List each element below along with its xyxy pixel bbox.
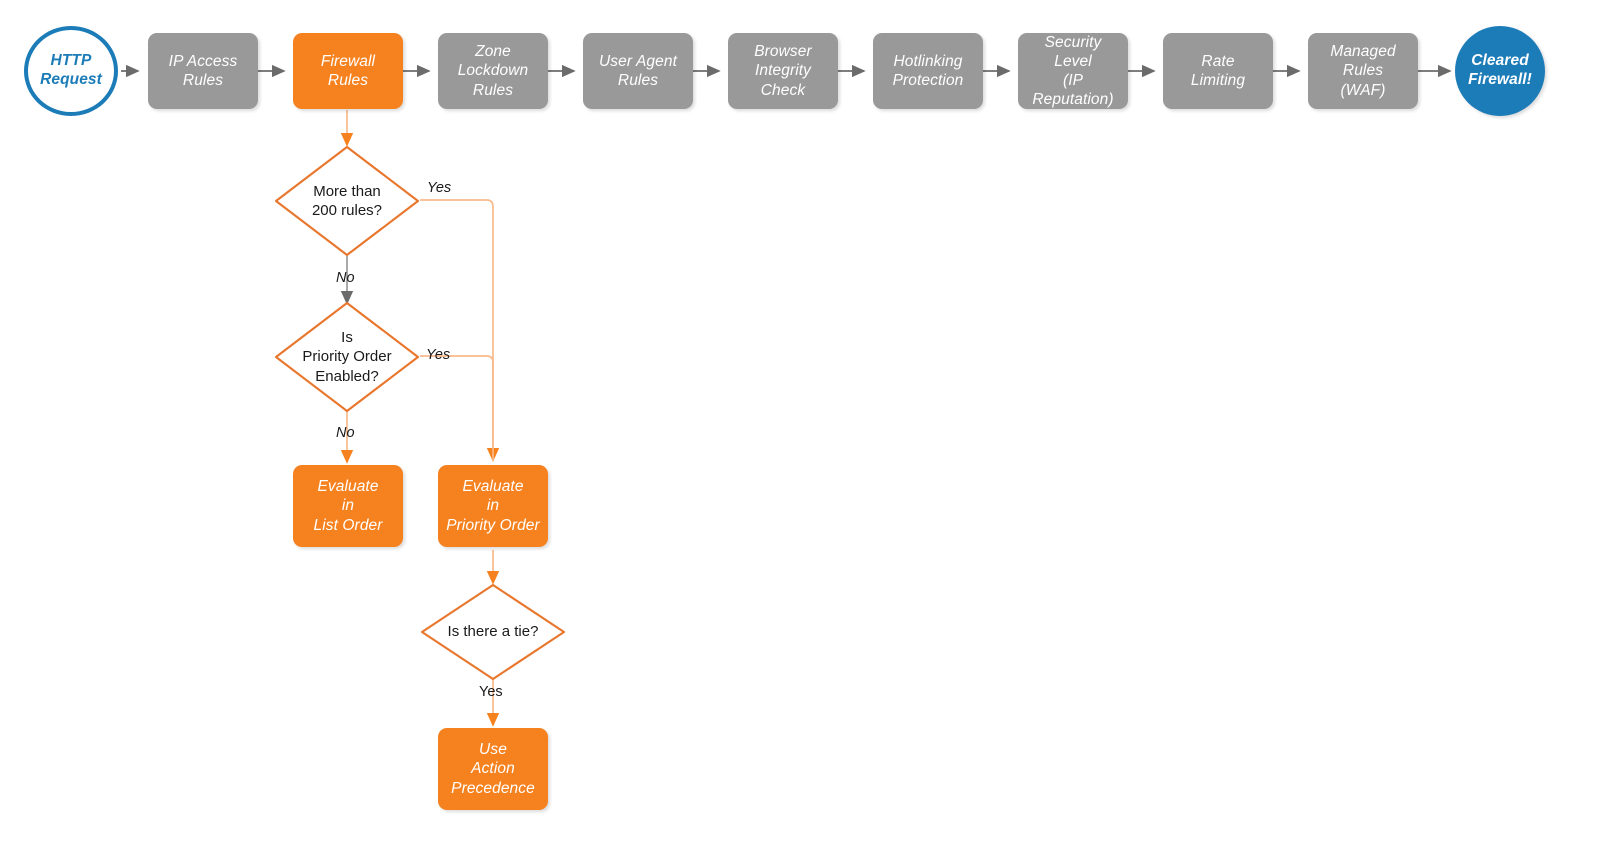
node-label: Use Action Precedence [451,741,535,797]
node-user-agent-rules[interactable]: User Agent Rules [583,33,693,109]
node-browser-integrity-check[interactable]: Browser Integrity Check [728,33,838,109]
node-label: Hotlinking Protection [892,52,964,89]
node-label: User Agent Rules [599,52,677,89]
edge-label-priority-order-yes: Yes [426,347,451,363]
node-evaluate-in-priority-order[interactable]: Evaluate in Priority Order [438,465,548,547]
diamond-shape [274,301,420,413]
node-label: Evaluate in List Order [313,478,383,534]
edge-label-more-than-200-no: No [336,270,355,286]
decision-label: Is Priority Order Enabled? [302,329,392,385]
node-firewall-rules[interactable]: Firewall Rules [293,33,403,109]
node-label: Evaluate in Priority Order [446,478,540,534]
decision-label: More than 200 rules? [311,182,383,219]
edge-label-more-than-200-yes: Yes [427,180,452,196]
node-label: Zone Lockdown Rules [457,43,529,99]
node-label: Cleared Firewall! [1468,52,1532,88]
node-managed-rules-waf[interactable]: Managed Rules (WAF) [1308,33,1418,109]
node-label: Rate Limiting [1190,52,1246,89]
node-label: Security Level (IP Reputation) [1032,33,1114,109]
node-label: Firewall Rules [320,52,376,89]
node-label: Browser Integrity Check [754,43,812,99]
node-http-request[interactable]: HTTP Request [24,26,118,116]
diamond-shape [420,583,566,681]
node-zone-lockdown-rules[interactable]: Zone Lockdown Rules [438,33,548,109]
edge-label-tie-yes: Yes [479,684,503,700]
node-cleared-firewall[interactable]: Cleared Firewall! [1455,26,1545,116]
diamond-shape [274,145,420,257]
node-ip-access-rules[interactable]: IP Access Rules [148,33,258,109]
edge-label-priority-order-no: No [336,425,355,441]
node-label: Managed Rules (WAF) [1330,43,1396,99]
decision-more-than-200-rules[interactable]: More than 200 rules? [274,145,420,257]
node-rate-limiting[interactable]: Rate Limiting [1163,33,1273,109]
node-hotlinking-protection[interactable]: Hotlinking Protection [873,33,983,109]
node-security-level[interactable]: Security Level (IP Reputation) [1018,33,1128,109]
node-label: IP Access Rules [168,52,238,89]
node-evaluate-in-list-order[interactable]: Evaluate in List Order [293,465,403,547]
decision-label: Is there a tie? [447,623,539,641]
decision-is-there-a-tie[interactable]: Is there a tie? [420,583,566,681]
decision-is-priority-order-enabled[interactable]: Is Priority Order Enabled? [274,301,420,413]
node-label: HTTP Request [40,52,102,88]
node-use-action-precedence[interactable]: Use Action Precedence [438,728,548,810]
